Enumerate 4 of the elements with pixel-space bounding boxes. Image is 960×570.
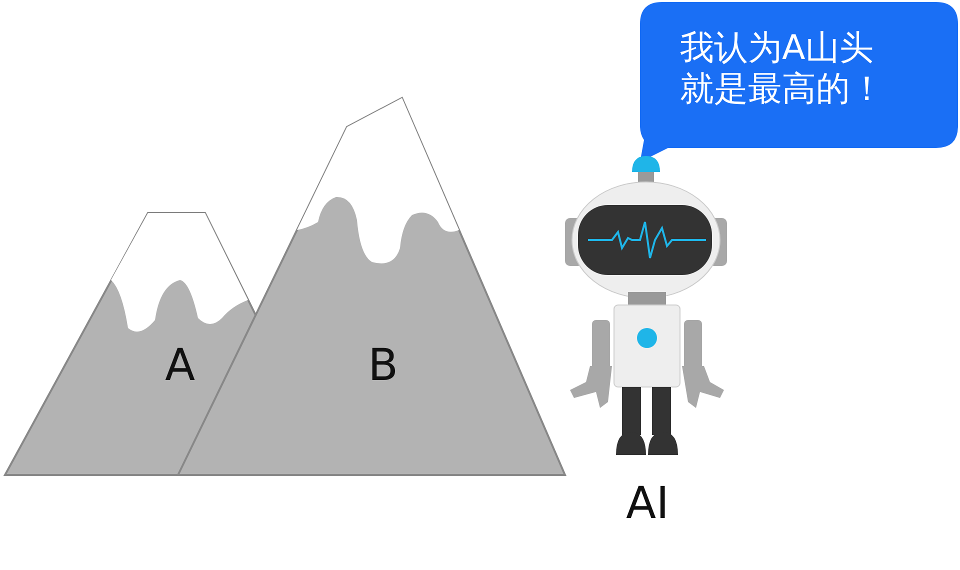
mountain-label: B [368, 340, 398, 393]
robot-label: AI [626, 478, 670, 531]
speech-text: 我认为A山头就是最高的！ [680, 28, 885, 110]
mountain-label: A [165, 340, 196, 393]
